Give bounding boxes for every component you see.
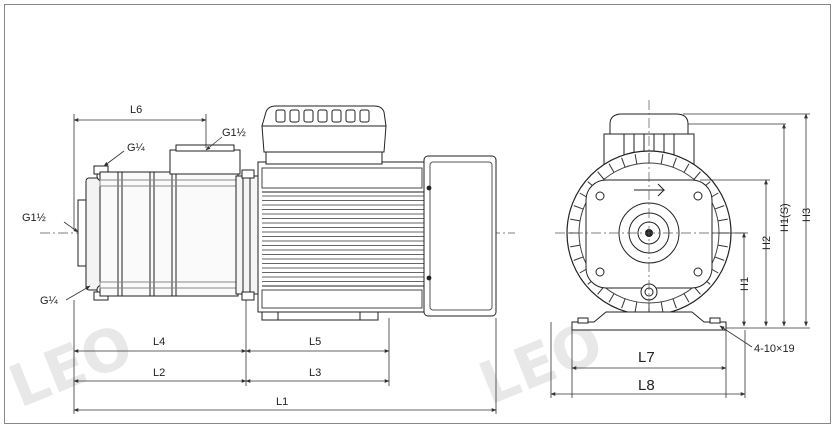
front-cooling-rib [608, 293, 615, 303]
holes-label: 4-10×19 [754, 343, 795, 355]
dim-label-h1: H1 [739, 277, 751, 291]
side-dimensions [63, 114, 497, 414]
terminal-vent-slot [275, 109, 286, 123]
drawing-frame [4, 4, 831, 424]
front-cooling-rib [608, 163, 615, 173]
front-cooling-rib [634, 154, 638, 165]
terminal-vent-slot [359, 109, 370, 123]
port-label-g14-bottom: G¼ [40, 295, 59, 307]
front-cooling-rib [573, 205, 584, 210]
port-label-g14-top: G¼ [127, 142, 146, 154]
dim-label-h3: H3 [801, 208, 813, 222]
dim-label-l8: L8 [638, 377, 655, 394]
front-view: H1 H2 H1(S) H3 L7 L8 4-10×19 [550, 100, 813, 398]
outlet-neck [169, 144, 241, 175]
front-cooling-rib [672, 157, 677, 168]
front-cooling-rib [714, 256, 725, 261]
terminal-vent-slot [317, 109, 328, 123]
motor-body [257, 161, 427, 313]
front-cooling-rib [714, 205, 725, 210]
port-label-g112-left: G1½ [22, 212, 46, 224]
dim-label-l2: L2 [153, 367, 165, 379]
front-cooling-rib [672, 298, 677, 309]
front-cooling-rib [573, 256, 584, 261]
port-label-g112-top: G1½ [222, 127, 246, 139]
pump-feet [261, 311, 379, 321]
motor-fan-cover [423, 155, 497, 317]
terminal-vent-slot [303, 109, 314, 123]
dim-label-h1s: H1(S) [779, 203, 791, 232]
front-cooling-rib [597, 171, 605, 180]
front-cooling-rib [621, 298, 626, 309]
dim-label-l4: L4 [153, 336, 165, 348]
dim-label-h2: H2 [761, 236, 773, 250]
terminal-vent-slot [289, 109, 300, 123]
front-cooling-rib [570, 218, 581, 222]
dim-label-l5: L5 [309, 336, 321, 348]
front-cooling-rib [717, 218, 728, 222]
terminal-vent-slot [331, 109, 342, 123]
front-cooling-rib [634, 301, 638, 312]
side-view: L6 G¼ G1½ G1½ G¼ L4 L5 L2 L3 L1 [22, 104, 515, 414]
front-cooling-rib [683, 293, 690, 303]
front-dimensions [550, 113, 810, 398]
front-cooling-rib [621, 157, 626, 168]
terminal-box-vents [275, 109, 370, 123]
svg-text:LEO: LEO [0, 311, 142, 421]
front-cooling-rib [660, 301, 664, 312]
motor-fins [262, 195, 424, 282]
pump-stages [99, 171, 239, 297]
pump-lantern [235, 169, 259, 301]
terminal-box [261, 105, 387, 165]
front-cooling-rib [683, 163, 690, 173]
front-cooling-rib [660, 154, 664, 165]
terminal-vent-slot [345, 109, 356, 123]
front-cooling-rib [570, 244, 581, 248]
dim-label-l6: L6 [130, 104, 142, 116]
dim-label-l1: L1 [276, 396, 288, 408]
dim-label-l7: L7 [638, 349, 655, 366]
front-cooling-rib [693, 171, 701, 180]
front-cooling-rib [717, 244, 728, 248]
front-base-feet [571, 311, 727, 331]
dim-label-l3: L3 [309, 367, 321, 379]
